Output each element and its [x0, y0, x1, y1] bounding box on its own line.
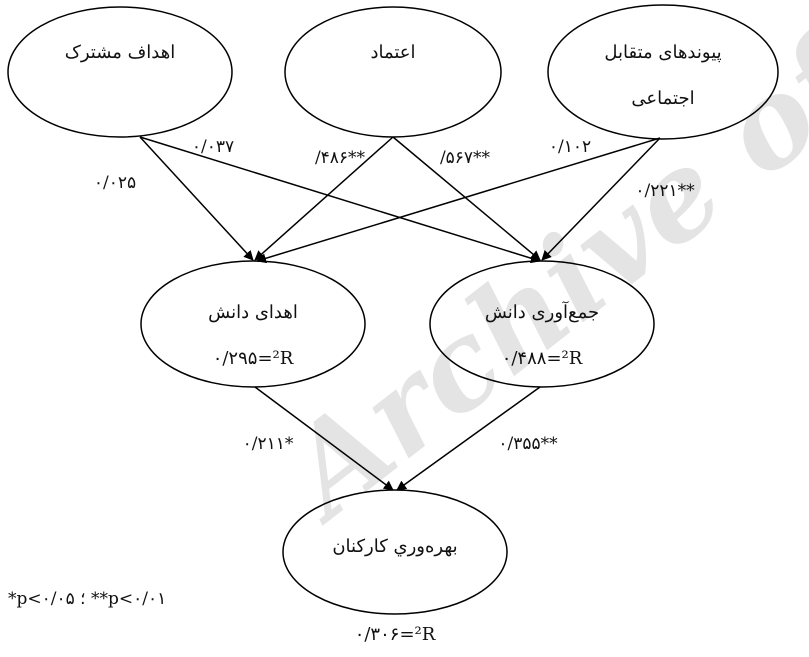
coef-trust-to-donating: /۴۸۶** — [315, 148, 366, 168]
node-trust — [284, 6, 502, 138]
coef-donating-to-productivity: ۰/۲۱۱* — [243, 434, 294, 454]
significance-footnote: *p<۰/۰۵ ؛ **p<۰/۰۱ — [8, 589, 166, 609]
arrow-shared-to-donating — [139, 136, 254, 261]
arrow-shared-to-collecting — [139, 136, 541, 264]
node-social-ties — [547, 4, 779, 140]
arrow-donating-to-productivity — [254, 386, 394, 491]
node-shared-goals — [7, 6, 233, 138]
watermark: Archive of SID — [253, 0, 809, 549]
coef-ties-to-collecting: ۰/۲۲۱** — [635, 181, 695, 201]
r2-knowledge-collecting: ۰/۴۸۸=²R — [502, 348, 583, 369]
label-productivity: بهره‌وري كاركنان — [332, 536, 457, 557]
label-shared-goals: اهداف مشترک — [65, 42, 176, 63]
label-trust: اعتماد — [370, 42, 415, 63]
arrow-trust-to-collecting — [392, 136, 541, 261]
label-social-ties-line1: پیوندهای متقابل — [604, 42, 721, 63]
watermark-text: Archive of SID — [253, 0, 809, 549]
r2-knowledge-donating: ۰/۲۹۵=²R — [213, 348, 294, 369]
node-knowledge-donating — [140, 260, 366, 388]
node-productivity — [282, 489, 508, 615]
coef-shared-to-donating: ۰/۰۲۵ — [94, 173, 136, 193]
r2-productivity: ۰/۳۰۶=²R — [355, 624, 436, 645]
arrow-ties-to-collecting — [541, 137, 661, 261]
coef-trust-to-collecting: /۵۶۷** — [440, 148, 491, 168]
coef-ties-to-donating: ۰/۱۰۲ — [549, 137, 591, 157]
coef-collecting-to-productivity: ۰/۳۵۵** — [498, 434, 558, 454]
label-knowledge-donating: اهدای دانش — [208, 302, 298, 323]
node-knowledge-collecting — [429, 260, 655, 388]
arrow-ties-to-donating — [256, 137, 661, 264]
arrow-collecting-to-productivity — [396, 386, 541, 491]
coef-shared-to-collecting: ۰/۰۳۷ — [192, 137, 234, 157]
label-knowledge-collecting: جمع‌آوری دانش — [485, 301, 599, 323]
arrow-trust-to-donating — [254, 136, 394, 261]
label-social-ties-line2: اجتماعی — [631, 88, 694, 109]
